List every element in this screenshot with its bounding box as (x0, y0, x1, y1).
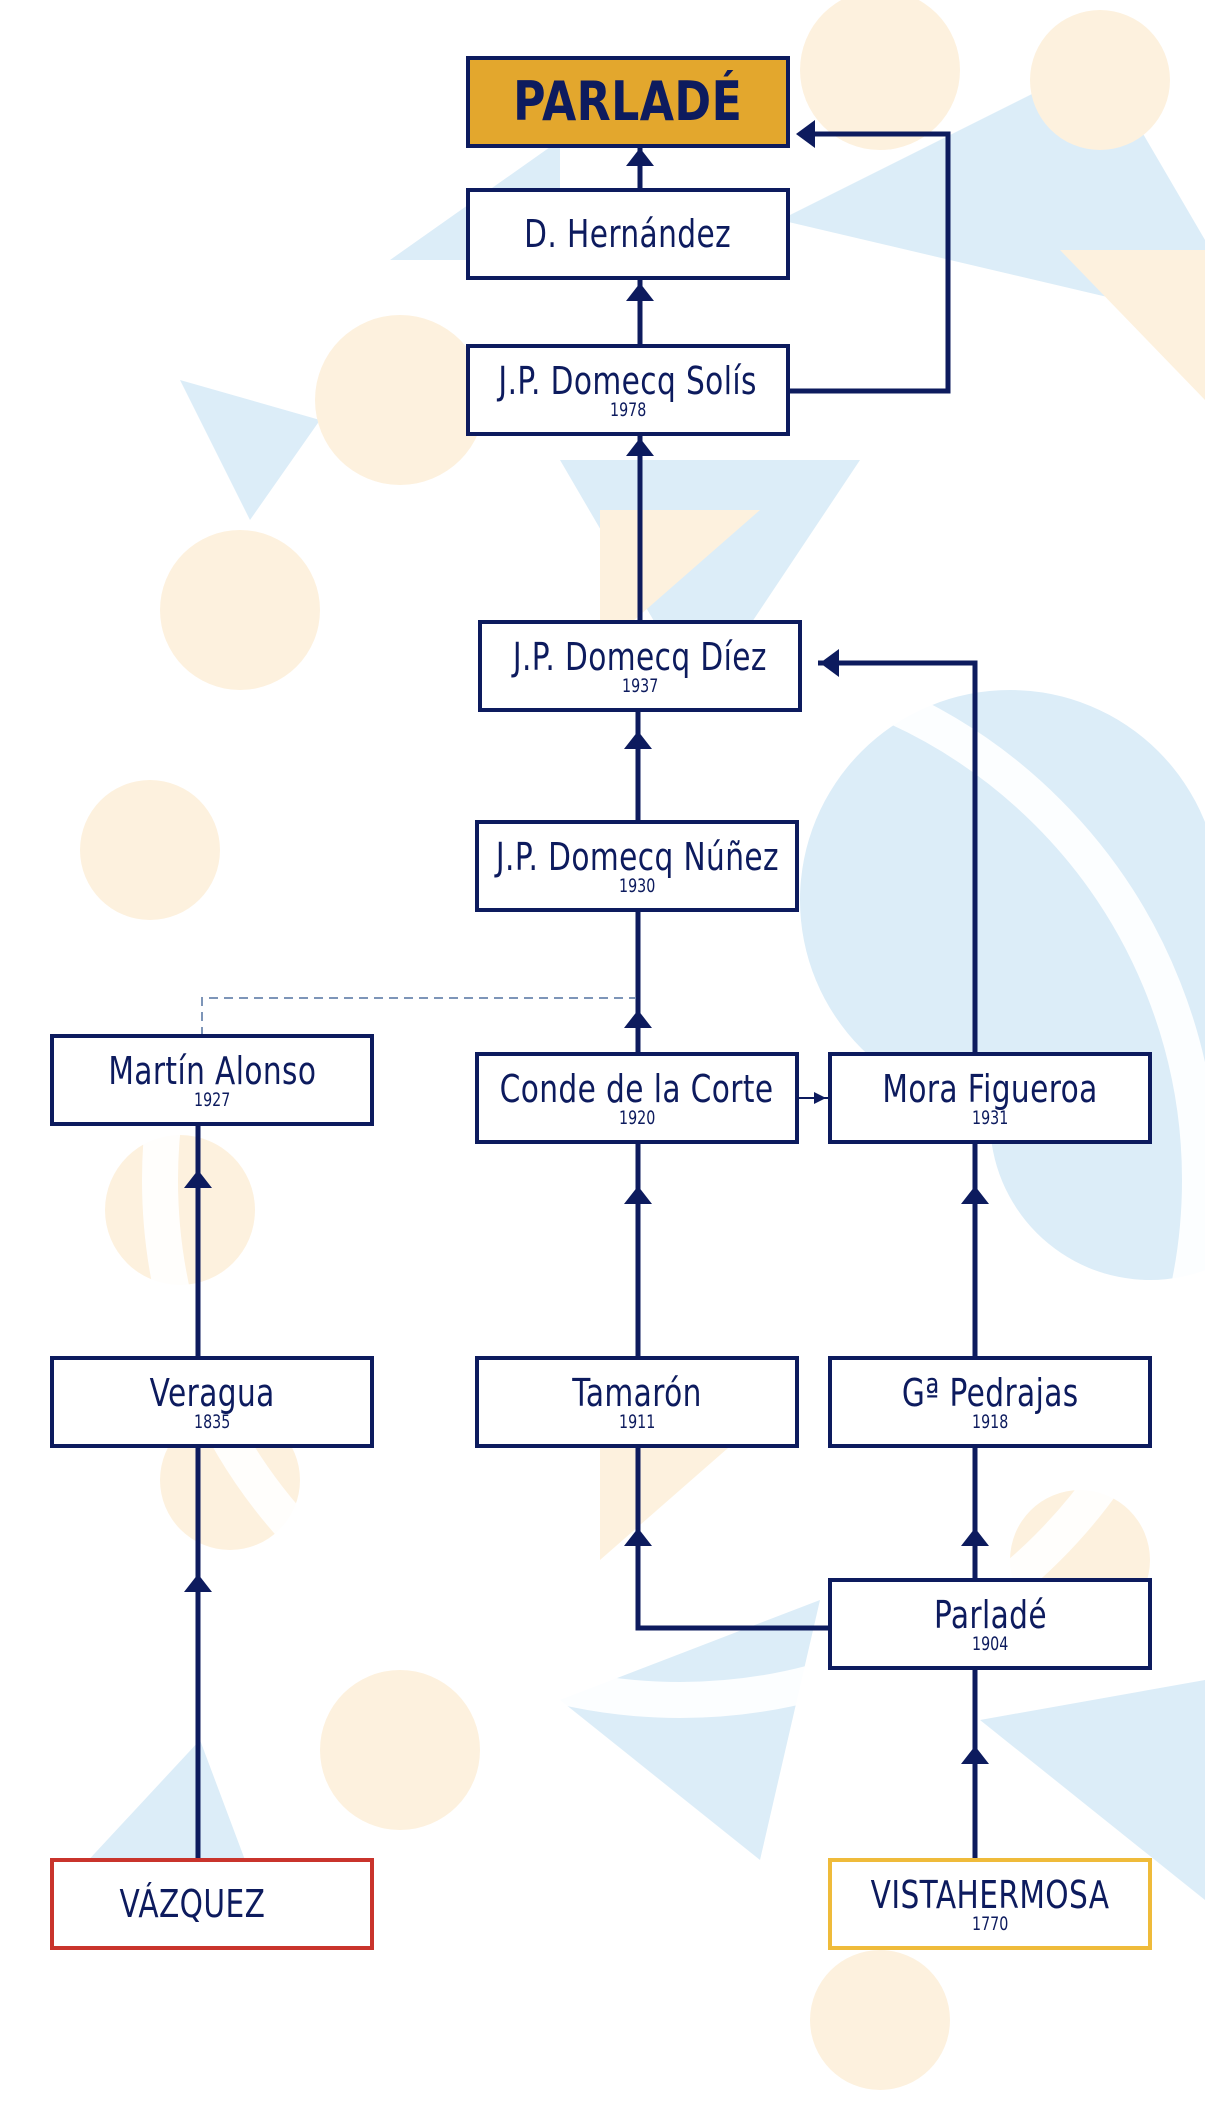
node-parlade-root: PARLADÉ (466, 56, 790, 148)
arrowhead-into-parlade-root (626, 148, 654, 166)
arrowhead-into-mora (961, 1186, 989, 1204)
arrowhead-into-veragua (184, 1574, 212, 1592)
connector-solis-to-parlade (790, 131, 951, 394)
node-name: Veragua (149, 1371, 275, 1415)
node-martin-alonso: Martín Alonso 1927 (50, 1034, 374, 1126)
node-year: 1920 (618, 1107, 656, 1129)
node-ga-pedrajas: Gª Pedrajas 1918 (828, 1356, 1152, 1448)
node-parlade-1904: Parladé 1904 (828, 1578, 1152, 1670)
node-jp-domecq-solis: J.P. Domecq Solís 1978 (466, 344, 790, 436)
arrowheads (184, 120, 989, 1764)
node-veragua: Veragua 1835 (50, 1356, 374, 1448)
node-name: J.P. Domecq Díez (513, 635, 767, 679)
arrowhead-into-hernandez (626, 283, 654, 301)
node-year: 1770 (971, 1913, 1009, 1935)
node-vistahermosa: VISTAHERMOSA 1770 (828, 1858, 1152, 1950)
arrowhead-into-pedrajas (961, 1528, 989, 1546)
node-vazquez: VÁZQUEZ (50, 1858, 374, 1950)
node-jp-domecq-diez: J.P. Domecq Díez 1937 (478, 620, 802, 712)
node-mora-figueroa: Mora Figueroa 1931 (828, 1052, 1152, 1144)
node-name: Gª Pedrajas (901, 1371, 1079, 1415)
node-year: 1911 (618, 1411, 656, 1433)
arrowhead-into-solis (626, 438, 654, 456)
node-name: J.P. Domecq Núñez (495, 835, 779, 879)
arrowhead-into-tamaron (624, 1528, 652, 1546)
arrowhead-into-nunez (624, 1010, 652, 1028)
node-name: VISTAHERMOSA (870, 1873, 1110, 1917)
node-name: D. Hernández (524, 212, 732, 256)
node-tamaron: Tamarón 1911 (475, 1356, 799, 1448)
node-year: 1927 (193, 1089, 231, 1111)
node-name: J.P. Domecq Solís (498, 359, 758, 403)
node-year: 1930 (618, 875, 656, 897)
node-name: Martín Alonso (107, 1049, 317, 1093)
arrowhead-into-martin (184, 1170, 212, 1188)
dashed-connector-martin-to-conde (201, 997, 636, 1036)
node-conde-de-la-corte: Conde de la Corte 1920 (475, 1052, 799, 1144)
node-d-hernandez: D. Hernández (466, 188, 790, 280)
connector-mora-to-diez (818, 660, 978, 1055)
node-jp-domecq-nunez: J.P. Domecq Núñez 1930 (475, 820, 799, 912)
node-year: 1904 (971, 1633, 1009, 1655)
node-name: Mora Figueroa (882, 1067, 1098, 1111)
connector-parlade1904-to-tamaron (635, 1447, 830, 1631)
node-name: Parladé (933, 1593, 1047, 1637)
arrowhead-into-parlade-1904 (961, 1746, 989, 1764)
arrowhead-into-diez (624, 731, 652, 749)
arrowhead-into-conde (624, 1186, 652, 1204)
arrowhead-mora-side-into-diez (820, 649, 839, 677)
node-name: PARLADÉ (513, 70, 743, 133)
node-name: Tamarón (572, 1371, 702, 1415)
node-year: 1937 (621, 675, 659, 697)
node-year: 1978 (609, 399, 647, 421)
node-name: VÁZQUEZ (119, 1882, 265, 1926)
node-year: 1835 (193, 1411, 231, 1433)
node-name: Conde de la Corte (500, 1067, 774, 1111)
arrowhead-solis-side-into-root (796, 120, 815, 148)
node-year: 1918 (971, 1411, 1009, 1433)
arrowhead-conde-into-mora (814, 1092, 826, 1104)
node-year: 1931 (971, 1107, 1009, 1129)
